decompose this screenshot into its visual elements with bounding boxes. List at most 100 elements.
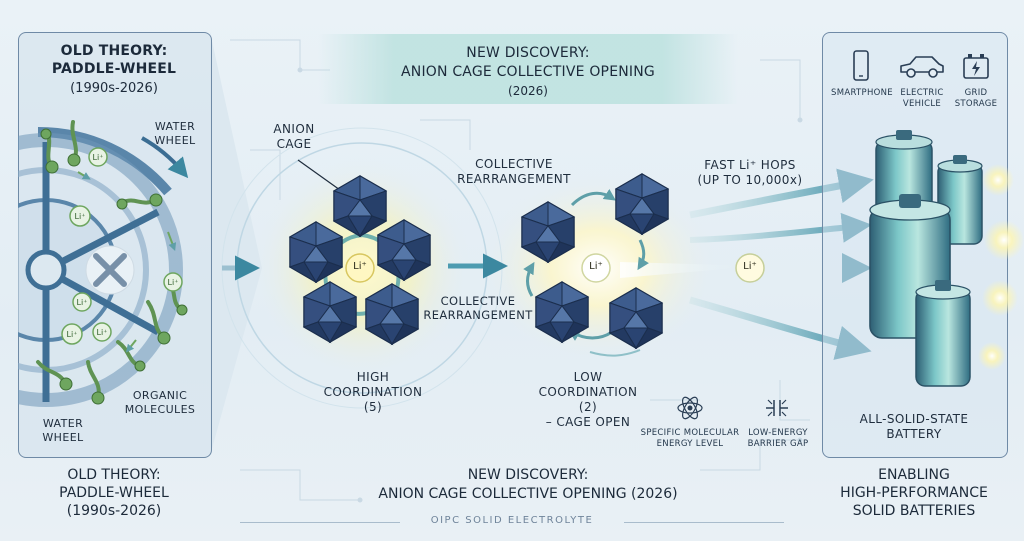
energy-flare [982,280,1018,316]
label-line: WHEEL [154,134,196,147]
lithium-ion-label: Li⁺ [743,261,757,272]
label-line: LOW [573,370,603,384]
water-wheel-label-top: WATER WHEEL [138,120,212,148]
label-line: COORDINATION (2) [538,385,638,414]
label-line: VEHICLE [902,99,942,109]
footer-enabling: ENABLING HIGH-PERFORMANCE SOLID BATTERIE… [822,466,1006,520]
anion-cage-icon [521,201,575,263]
label-line: WHEEL [42,431,84,444]
chevron-divider [210,32,262,456]
ion-beam [620,262,760,278]
label-line: MOLECULES [124,403,196,416]
collective-rearrangement-label-mid: COLLECTIVE REARRANGEMENT [418,294,538,322]
label-line: CAGE [276,137,312,151]
anion-cage-icon [333,175,387,237]
svg-text:Li⁺: Li⁺ [93,153,104,162]
fast-hops-label: FAST Li⁺ HOPS (UP TO 10,000x) [690,158,810,188]
high-coordination-label: HIGH COORDINATION (5) [318,370,428,415]
footer-line: HIGH-PERFORMANCE [840,485,988,501]
anion-cage-icon [609,287,663,349]
electric-vehicle-icon [900,56,944,78]
old-theory-title: OLD THEORY: PADDLE-WHEEL [18,42,210,78]
wheel-ring [37,126,172,196]
lithium-ion-labels: Li⁺Li⁺Li⁺ Li⁺Li⁺Li⁺ [67,153,179,339]
label-line: ELECTRIC [900,88,944,98]
barrier-gap-label: LOW-ENERGY BARRIER GAP [740,428,816,450]
label-line: HIGH [356,370,390,384]
organic-molecules-label: ORGANIC MOLECULES [110,389,210,417]
label-line: BARRIER GAP [747,439,809,449]
energy-level-label: SPECIFIC MOLECULAR ENERGY LEVEL [640,428,740,450]
label-line: REARRANGEMENT [423,308,533,322]
label-line: SPECIFIC MOLECULAR [640,428,740,438]
svg-text:Li⁺: Li⁺ [77,298,88,307]
old-theory-years: (1990s-2026) [70,81,158,96]
label-line: FAST Li⁺ HOPS [704,158,796,172]
label-line: WATER [42,417,84,430]
label-line: ORGANIC [132,389,188,402]
label-line: – CAGE OPEN [545,415,631,429]
footer-old-theory: OLD THEORY: PADDLE-WHEEL (1990s-2026) [18,466,210,520]
label-line: WATER [154,120,196,133]
svg-text:Li⁺: Li⁺ [168,278,179,287]
anion-cage-label: ANION CAGE [260,122,328,152]
label-line: COLLECTIVE [440,294,516,308]
lithium-ion-icon [345,253,375,283]
wheel-spokes [42,142,160,402]
lithium-ion-icon [581,253,611,283]
low-coordination-label: LOW COORDINATION (2) – CAGE OPEN [528,370,648,430]
rotation-arrow [589,349,641,357]
atom-icon [677,396,703,420]
grid-storage-icon [963,54,989,79]
svg-text:Li⁺: Li⁺ [97,328,108,337]
lithium-ion-label: Li⁺ [589,261,603,272]
collective-rearrangement-label-top: COLLECTIVE REARRANGEMENT [444,157,584,187]
smartphone-label: SMARTPHONE [831,88,893,98]
label-line: COLLECTIVE [475,157,553,171]
barrier-gap-icon [766,399,788,417]
rotation-arrow-icon [141,136,189,179]
footer-line: ANION CAGE COLLECTIVE OPENING (2026) [378,486,678,502]
svg-text:Li⁺: Li⁺ [67,330,78,339]
energy-flare [978,342,1006,370]
smartphone-icon [853,50,869,81]
cross-icon [85,245,135,295]
anion-cage-icon [535,281,589,343]
new-discovery-years: (2026) [508,84,548,98]
leader-line [297,159,341,191]
label-line: (UP TO 10,000x) [697,173,803,187]
circuit-lines [230,39,810,503]
old-theory-title-line: PADDLE-WHEEL [51,61,177,77]
lithium-ion-icons [61,147,183,345]
new-discovery-title-line: ANION CAGE COLLECTIVE OPENING [401,64,655,80]
footer-line: (1990s-2026) [66,503,162,519]
energy-flare [984,220,1024,260]
rotation-arrow [570,189,616,207]
molecule-nodes [40,128,188,405]
rotation-arrow [523,261,535,297]
label-line: ANION [273,122,315,136]
footer-new-discovery: NEW DISCOVERY: ANION CAGE COLLECTIVE OPE… [318,466,738,504]
footer-line: NEW DISCOVERY: [467,467,589,483]
new-discovery-banner [318,34,738,104]
paddle-wheel-diagram: Li⁺Li⁺Li⁺ Li⁺Li⁺Li⁺ [18,120,189,407]
grid-storage-label: GRID STORAGE [950,88,1002,110]
lithium-ion-icon [735,253,765,283]
battery-cell [915,280,971,387]
anion-cage-icon [365,283,419,345]
anion-cage-icon [289,221,343,283]
old-theory-title-line: OLD THEORY: [60,43,168,59]
label-line: GRID [964,88,988,98]
battery-label: ALL-SOLID-STATE BATTERY [822,412,1006,442]
water-wheel-label-bottom: WATER WHEEL [28,417,98,445]
label-line: ALL-SOLID-STATE [859,412,969,426]
anion-cage-icon [377,219,431,281]
label-line: ENERGY LEVEL [656,439,724,449]
rotation-arrow [637,239,649,271]
electric-vehicle-label: ELECTRIC VEHICLE [894,88,950,110]
ion-motion-arrows [77,171,177,353]
label-line: BATTERY [886,427,942,441]
label-line: STORAGE [954,99,998,109]
new-discovery-title-line: NEW DISCOVERY: [466,45,590,61]
